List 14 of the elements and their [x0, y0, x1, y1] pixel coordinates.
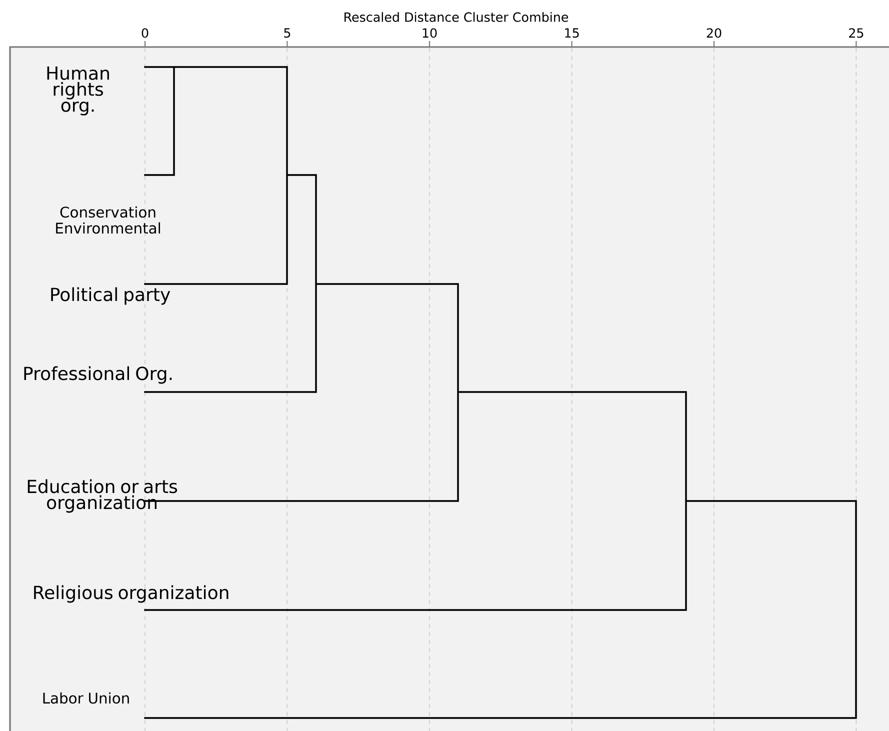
tick-label: 15	[565, 28, 579, 38]
tick-label: 0	[142, 28, 148, 38]
leaf-label: Human rights org.	[47, 66, 109, 116]
tick-label: 10	[422, 28, 437, 38]
tick-label: 5	[284, 28, 290, 38]
leaf-label: Labor Union	[43, 692, 129, 704]
axis-title: Rescaled Distance Cluster Combine	[344, 12, 568, 22]
leaf-label: Professional Org.	[24, 366, 172, 384]
leaf-label: Religious organization	[34, 585, 228, 603]
tick-label: 25	[849, 28, 864, 38]
leaf-label: Conservation Environmental	[56, 206, 160, 234]
leaf-label: Education or arts organization	[28, 479, 178, 513]
tick-label: 20	[706, 28, 722, 38]
leaf-label: Political party	[51, 287, 170, 305]
